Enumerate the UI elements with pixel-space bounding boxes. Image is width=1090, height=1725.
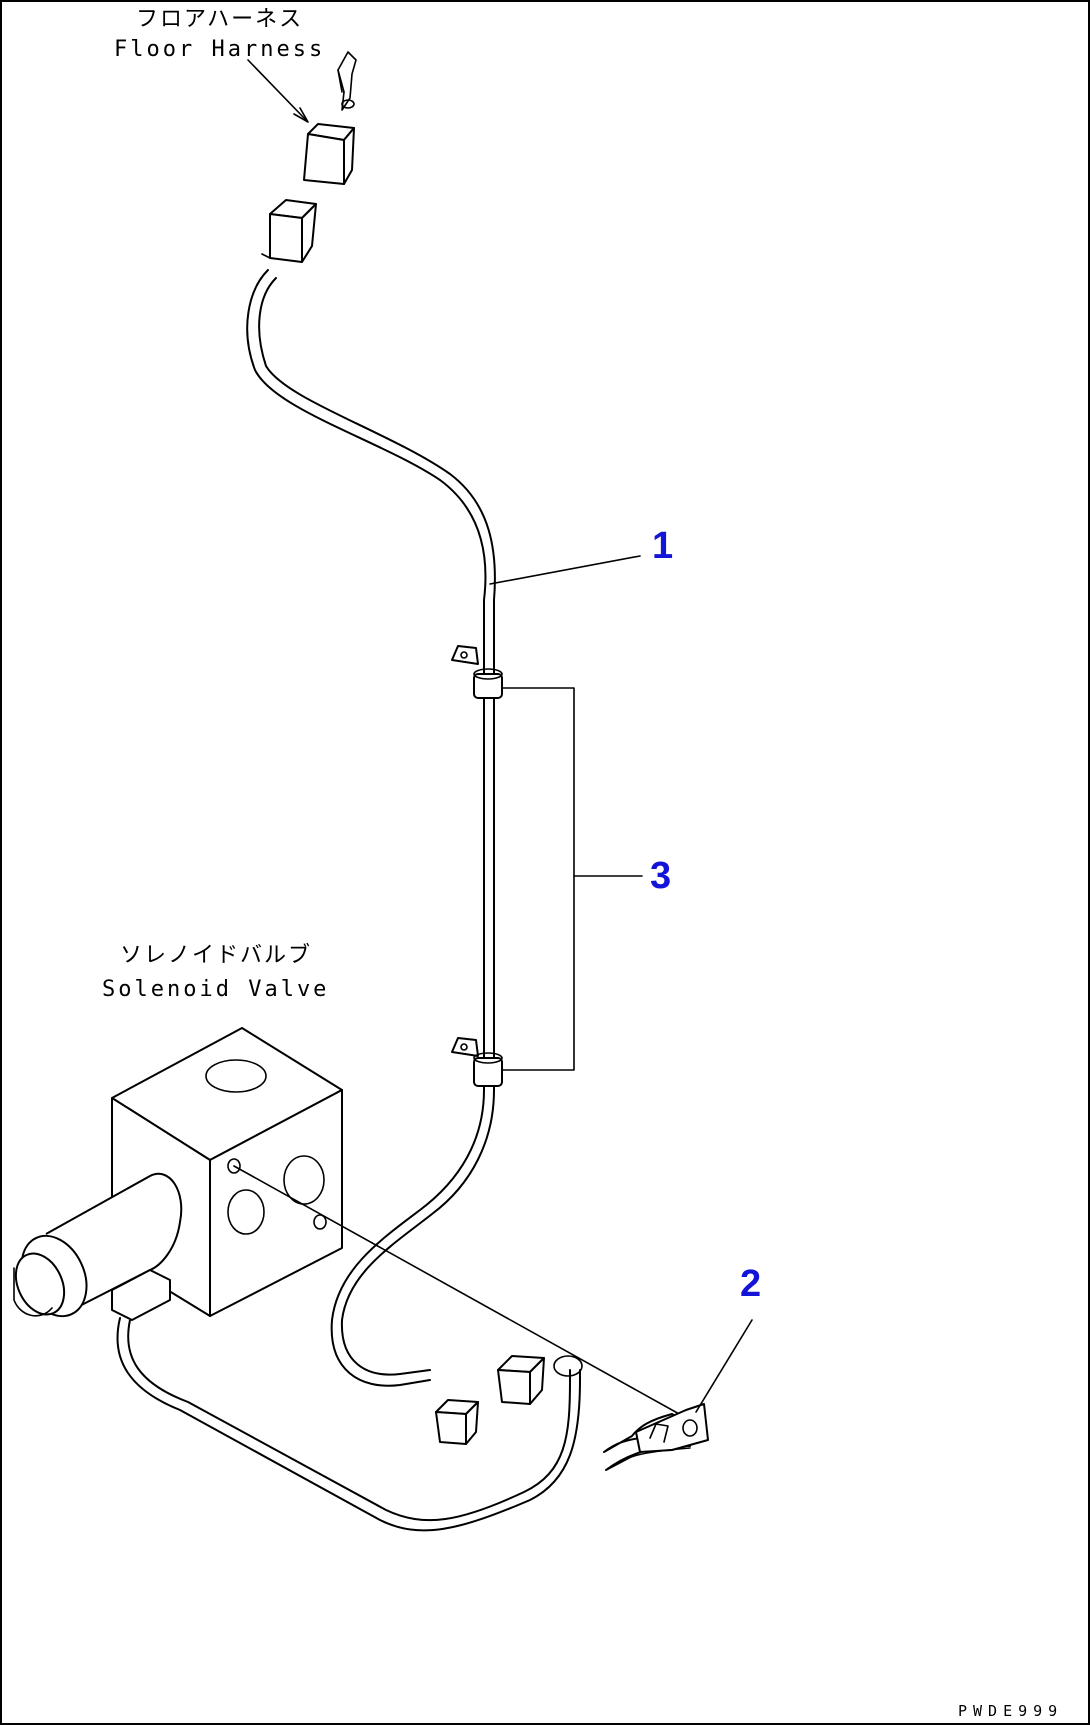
floor-harness-leader — [247, 59, 307, 121]
floor-harness-label-jp: フロアハーネス — [136, 7, 303, 32]
clip-upper — [451, 645, 503, 699]
solenoid-valve-label-en: Solenoid Valve — [102, 977, 329, 1002]
harness-connector-mating — [261, 199, 317, 263]
callout-3: 3 — [650, 855, 671, 897]
callout-1: 1 — [652, 525, 673, 567]
floor-harness-connector — [303, 51, 357, 185]
bracket-line — [233, 1165, 691, 1421]
callout-2-leader — [695, 1319, 753, 1413]
floor-harness-label-en: Floor Harness — [114, 37, 325, 62]
wiring-harness-cable — [246, 269, 496, 1387]
clip-lower — [451, 1037, 503, 1087]
drawing-code: PWDE999 — [958, 1702, 1063, 1720]
callout-2: 2 — [740, 1263, 761, 1305]
valve-harness-cable — [116, 1317, 583, 1532]
callout-1-leader — [489, 555, 641, 585]
solenoid-valve — [13, 1027, 343, 1321]
valve-side-connector-a — [435, 1399, 479, 1445]
valve-side-connector-b — [497, 1355, 545, 1405]
solenoid-valve-label-jp: ソレノイドバルブ — [120, 943, 312, 968]
callout-3-bracket — [501, 687, 575, 1071]
clamp-item-2 — [603, 1403, 709, 1471]
